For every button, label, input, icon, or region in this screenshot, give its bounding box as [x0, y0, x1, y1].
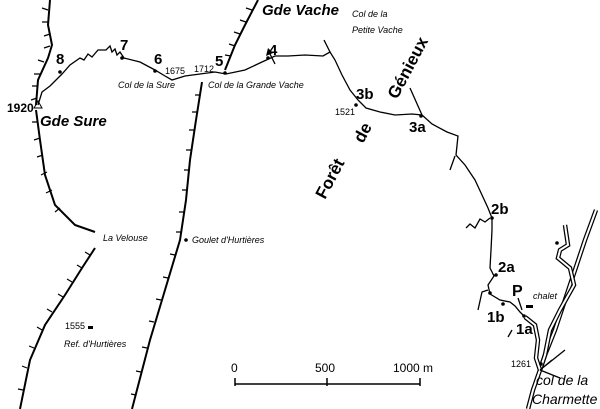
parking-arrow [517, 297, 523, 311]
waypoint-1a: 1a [516, 321, 533, 338]
ridge-gde-vache [224, 0, 259, 71]
label-refuge: Ref. d'Hurtières [64, 339, 127, 349]
waypoint-6: 6 [154, 51, 162, 68]
trail-branch-petite-vache [323, 39, 331, 53]
altitude-gde-sure: 1920 [7, 101, 34, 115]
hiking-trail [37, 44, 526, 318]
trail-branch-2b [465, 217, 491, 229]
trail-branch [449, 155, 456, 171]
ridge-gde-sure-north [35, 0, 54, 106]
trail-branch-3a [409, 87, 423, 116]
waypoint-4: 4 [269, 42, 278, 59]
waypoint-7: 7 [120, 37, 128, 54]
altitude-charmette: 1261 [511, 359, 531, 369]
altitude-col-grande-vache: 1712 [194, 64, 214, 74]
trail-branch-1b [477, 289, 489, 311]
scale-label-0: 0 [231, 361, 238, 375]
peak-gde-vache: Gde Vache [262, 2, 339, 19]
forest-label-3: Génieux [384, 33, 433, 102]
ridge-velouse [19, 247, 96, 409]
waypoint-5: 5 [215, 53, 223, 70]
label-charmette-2: Charmette [532, 391, 598, 407]
scale-bar: 0 500 1000 m [231, 361, 433, 386]
waypoint-dots [58, 56, 559, 366]
parking-icon: P [512, 283, 523, 300]
ridge-gde-sure-south [35, 109, 96, 233]
waypoint-1b: 1b [487, 309, 505, 326]
waypoint-2b: 2b [491, 201, 509, 218]
forest-label-1: Forêt [312, 155, 349, 202]
altitude-col-sure: 1675 [165, 66, 185, 76]
peak-gde-sure: Gde Sure [40, 113, 107, 130]
label-charmette-1: col de la [536, 372, 588, 388]
trail-branch-1a [507, 329, 513, 338]
scale-label-1000: 1000 m [393, 361, 433, 375]
label-col-sure: Col de la Sure [118, 80, 175, 90]
summit-triangle-icon [33, 99, 43, 109]
waypoint-3a: 3a [409, 119, 426, 136]
ridge-goulet [131, 81, 203, 409]
arrow-petite-vache [269, 53, 276, 65]
label-chalet: chalet [533, 291, 558, 301]
label-col-petite-vache-1: Col de la [352, 9, 388, 19]
waypoint-3b: 3b [356, 86, 374, 103]
forest-label-2: de [350, 119, 376, 145]
roads [523, 209, 599, 409]
ridges [17, 0, 259, 409]
label-la-velouse: La Velouse [103, 233, 148, 243]
altitude-refuge: 1555 [65, 321, 85, 331]
label-goulet: Goulet d'Hurtières [192, 235, 265, 245]
altitude-3b: 1521 [335, 107, 355, 117]
waypoint-8: 8 [56, 51, 64, 68]
label-col-grande-vache: Col de la Grande Vache [208, 80, 304, 90]
label-col-petite-vache-2: Petite Vache [352, 25, 403, 35]
waypoint-2a: 2a [498, 259, 515, 276]
scale-label-500: 500 [315, 361, 335, 375]
